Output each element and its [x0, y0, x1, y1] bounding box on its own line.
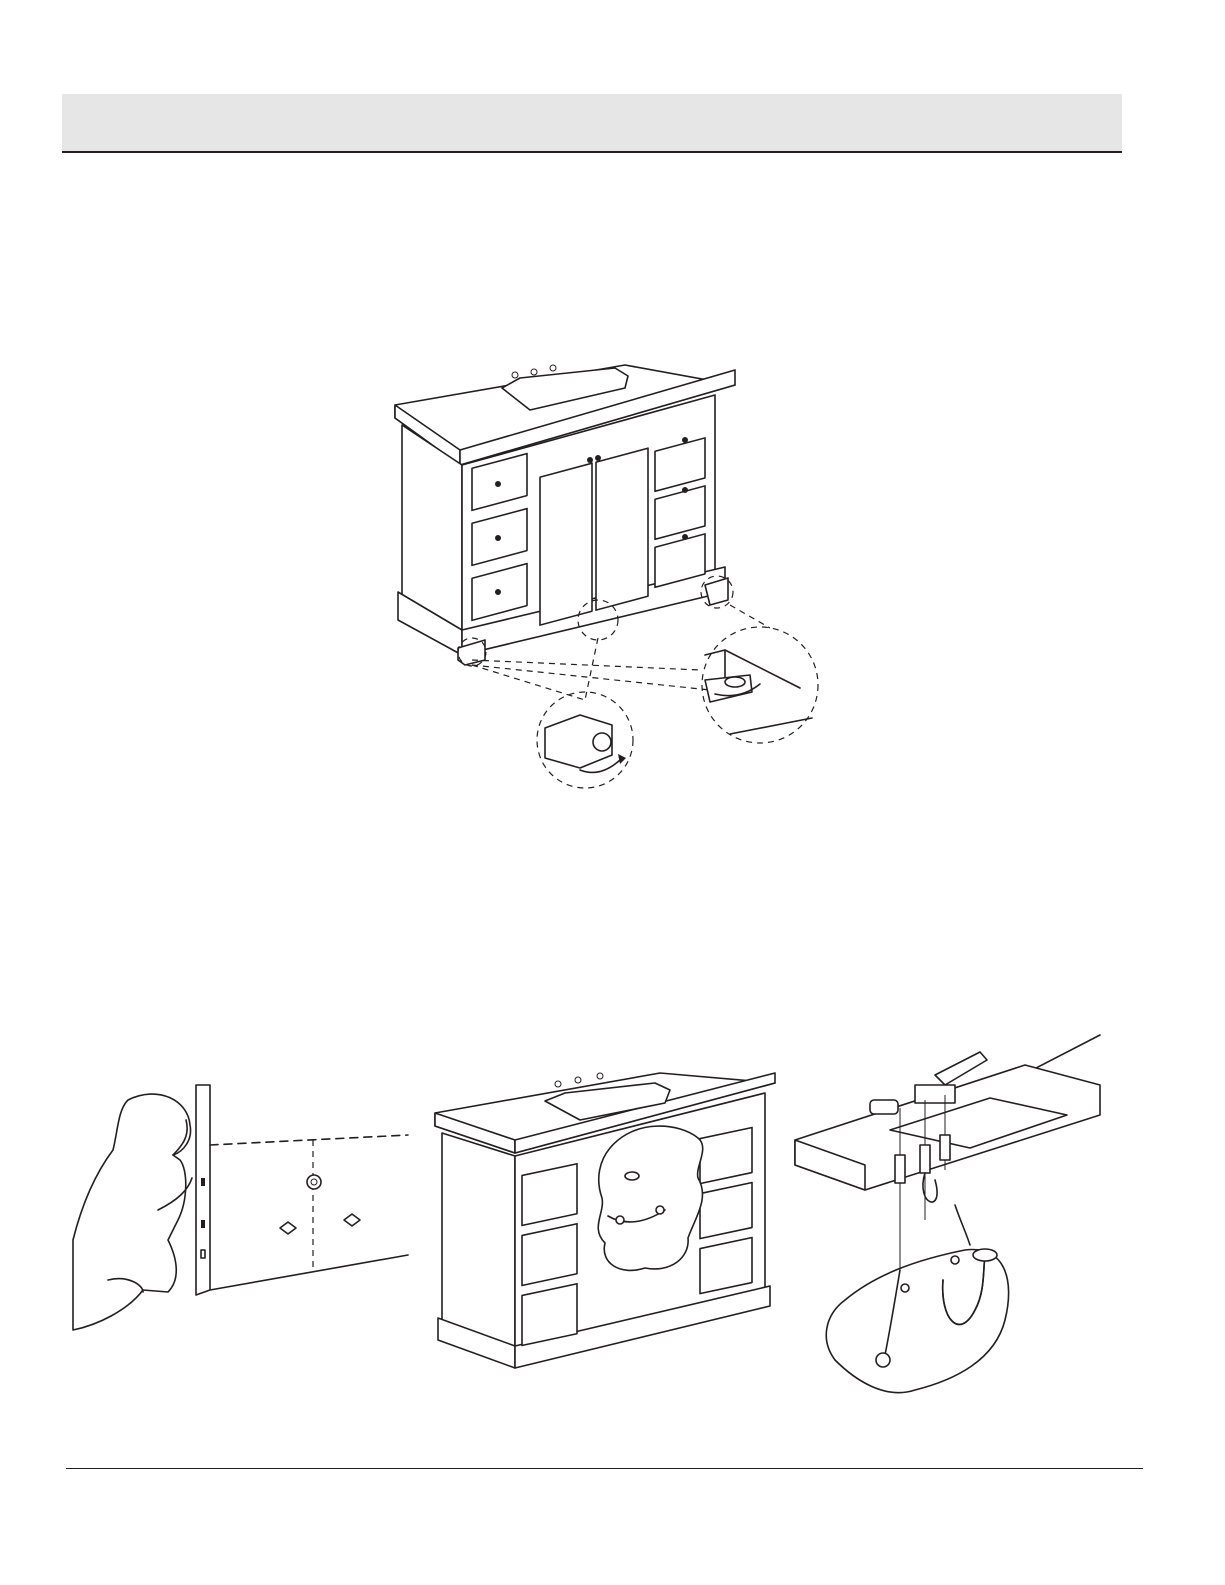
- leveling-foot-detail-left: [537, 692, 633, 788]
- vanity-cabinet-illustration: [380, 330, 840, 800]
- vanity-position-figure: [430, 1048, 780, 1378]
- section-header-band: [62, 94, 1122, 153]
- vanity-cabinet-illustration: [430, 1048, 780, 1378]
- pipe-stubs: [280, 1175, 360, 1234]
- plumbing-illustration: [795, 1030, 1105, 1415]
- plumbing-figure: [795, 1030, 1105, 1415]
- kneeling-installer-illustration: [68, 1080, 413, 1340]
- plumbing-callout: [598, 1126, 703, 1270]
- wall-marking-figure: [68, 1080, 413, 1340]
- leveling-foot-detail-right: [702, 627, 818, 743]
- vanity-leveling-figure: [380, 330, 840, 800]
- footer-rule: [66, 1468, 1143, 1469]
